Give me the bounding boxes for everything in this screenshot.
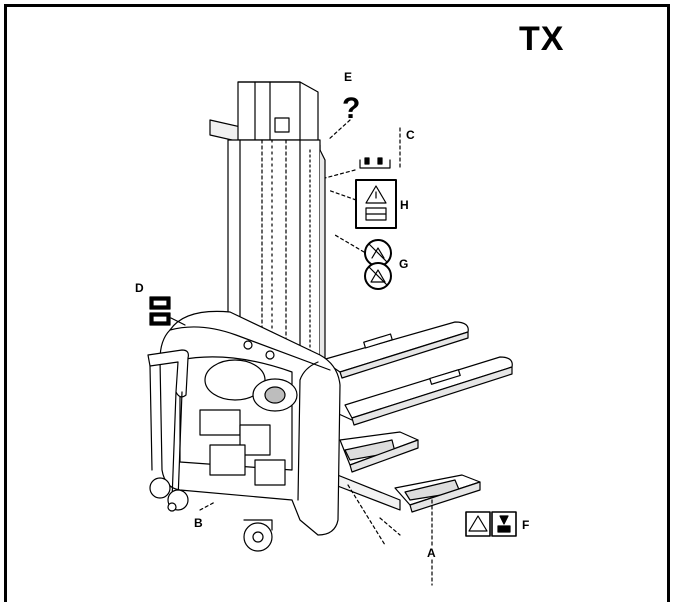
label-b: B <box>194 516 203 530</box>
tiller-handle <box>147 349 189 501</box>
chassis <box>159 310 341 536</box>
label-h: H <box>400 198 409 212</box>
figure-frame <box>4 4 670 602</box>
decal-e: ? <box>327 92 360 141</box>
wheels <box>149 477 273 552</box>
decal-c <box>324 127 401 179</box>
label-a: A <box>427 546 436 560</box>
decal-f <box>465 511 517 537</box>
decal-h <box>327 179 397 229</box>
leader-lines <box>199 484 433 586</box>
label-d: D <box>135 281 144 295</box>
forks <box>321 321 513 513</box>
label-f: F <box>522 518 530 532</box>
question-mark-icon: ? <box>342 92 360 125</box>
decal-g <box>334 234 392 290</box>
label-e: E <box>344 70 353 84</box>
label-c: C <box>406 128 415 142</box>
model-title: TX <box>519 20 565 58</box>
decal-d-stickers <box>149 296 186 326</box>
label-g: G <box>399 257 409 271</box>
